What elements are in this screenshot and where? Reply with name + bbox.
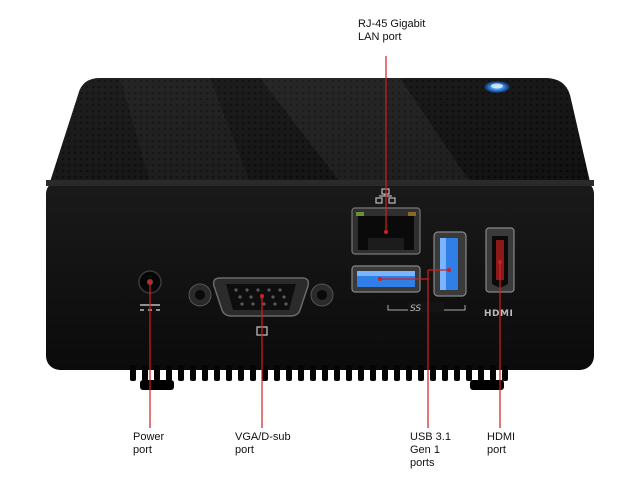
callout-usb-line3: ports [410,457,435,469]
leader-lines [148,56,502,428]
callout-lan-line1: RJ-45 Gigabit [358,18,426,30]
chassis-front [46,180,594,370]
foot-right [470,380,504,390]
callout-usb: USB 3.1 Gen 1 ports [410,431,451,470]
foot-left [140,380,174,390]
usb-logo-text: SS [410,304,421,314]
hdmi-logo-text: HDMI [484,309,513,319]
callout-usb-line1: USB 3.1 [410,431,451,443]
callout-hdmi: HDMI port [487,431,515,457]
callout-power-line1: Power [133,431,165,443]
callout-vga-line2: port [235,444,254,456]
usb-superspeed-icon [387,302,466,312]
callout-power: Power port [133,431,164,457]
callout-lan: RJ-45 Gigabit LAN port [358,18,425,44]
callout-vga-line1: VGA/D-sub [235,431,291,443]
callout-power-line2: port [133,444,152,456]
callout-hdmi-line1: HDMI [487,431,516,443]
callout-lan-line2: LAN port [358,31,402,43]
vent-slots [130,365,508,381]
callout-hdmi-line2: port [487,444,506,456]
callout-usb-line2: Gen 1 [410,444,440,456]
callout-vga: VGA/D-sub port [235,431,291,457]
usb-port-vertical [433,231,467,297]
